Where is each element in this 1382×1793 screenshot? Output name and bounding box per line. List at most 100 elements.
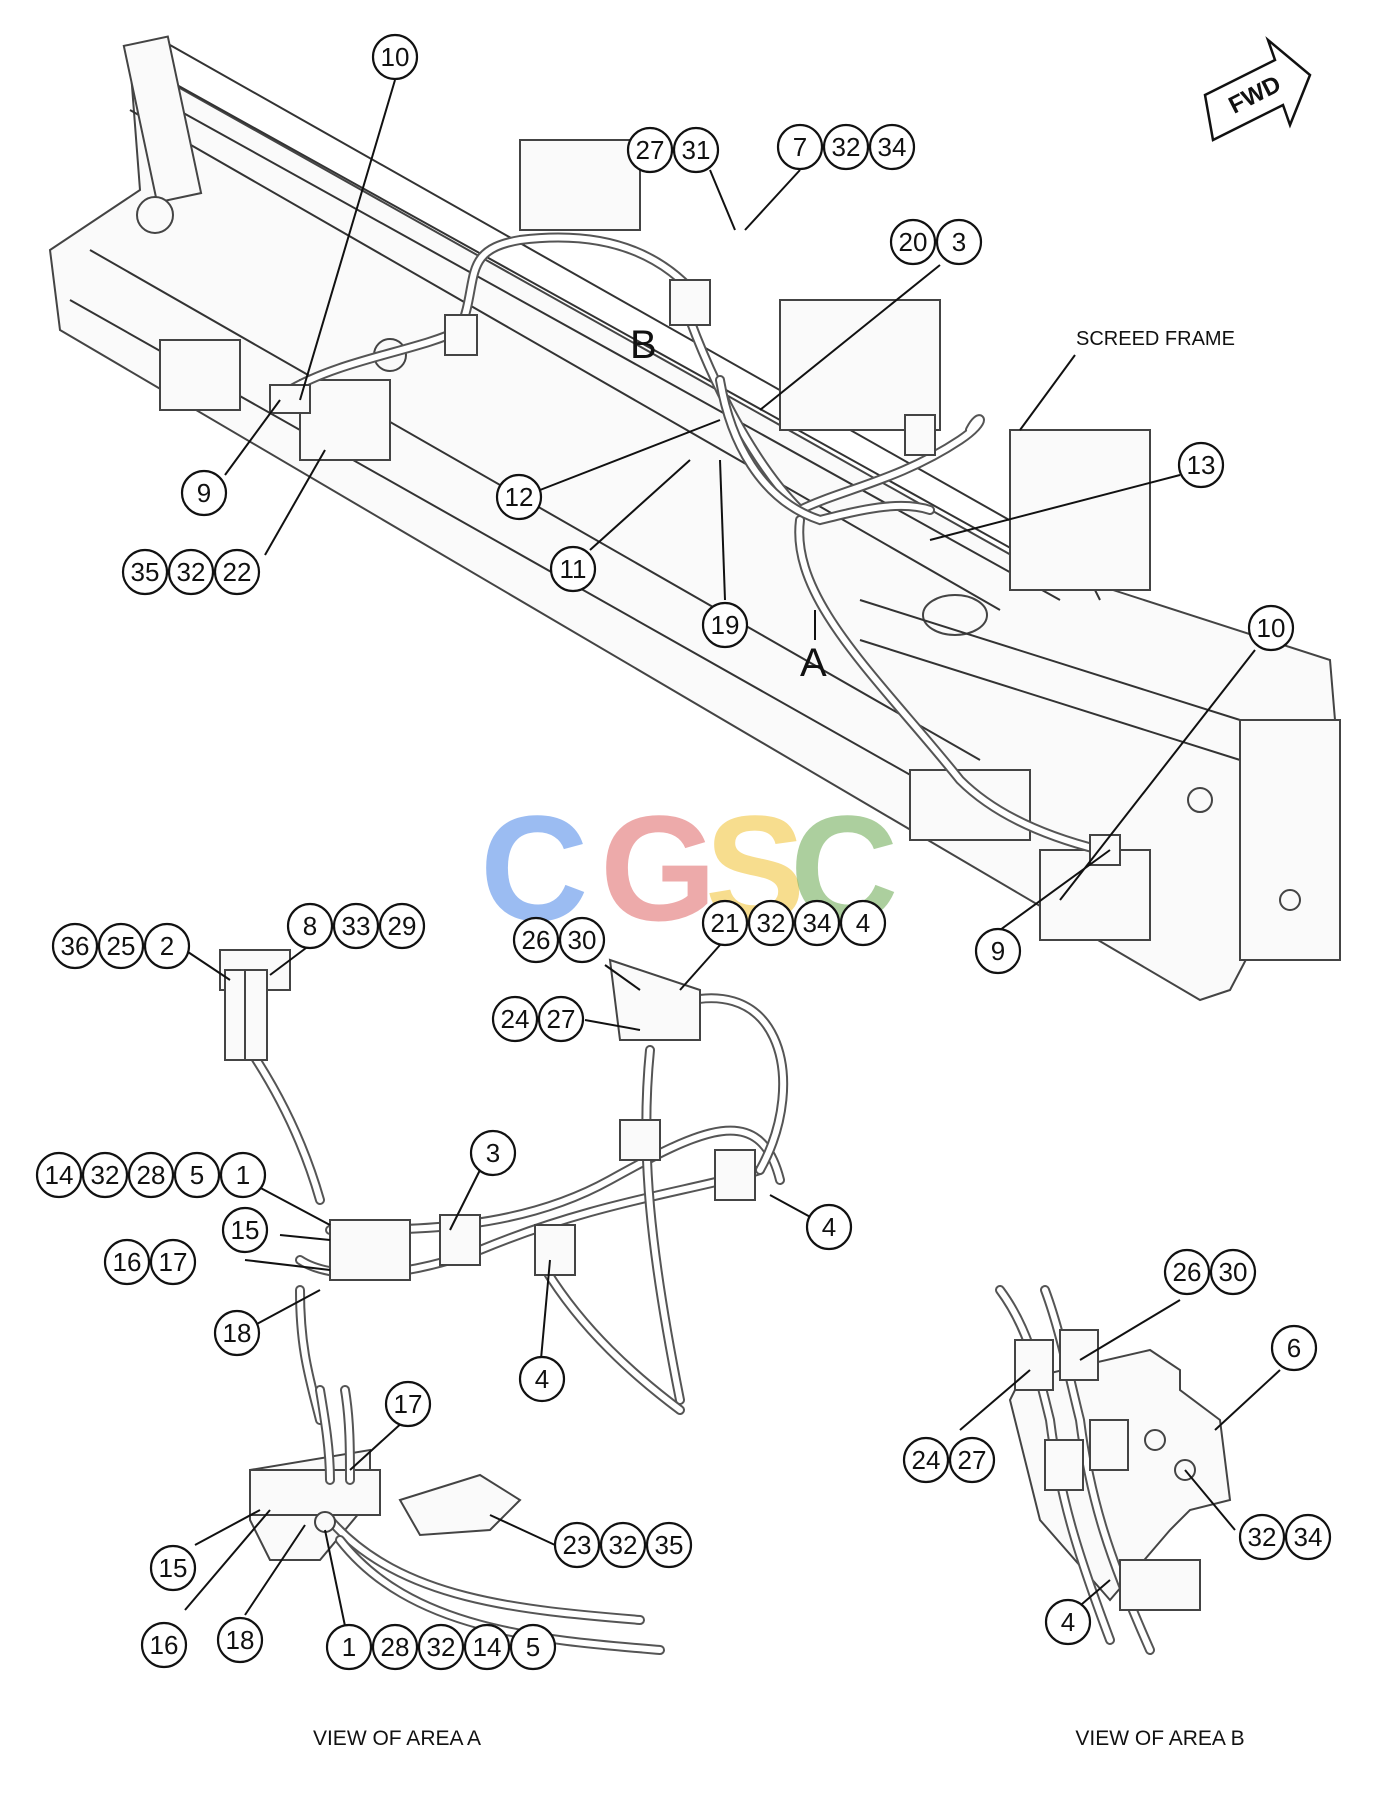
callout-6: 6	[1270, 1324, 1318, 1372]
callout-10-top-left: 10	[371, 33, 419, 81]
callout-3-top: 3	[935, 218, 983, 266]
svg-text:32: 32	[177, 557, 206, 587]
callout-4-a: 4	[839, 899, 887, 947]
svg-text:10: 10	[1257, 613, 1286, 643]
callout-19: 19	[701, 601, 749, 649]
callout-15-a: 15	[221, 1206, 269, 1254]
callout-32-a: 32	[822, 123, 870, 171]
svg-text:22: 22	[223, 557, 252, 587]
svg-text:34: 34	[1294, 1522, 1323, 1552]
svg-text:34: 34	[878, 132, 907, 162]
svg-text:31: 31	[682, 135, 711, 165]
svg-text:27: 27	[958, 1445, 987, 1475]
svg-text:32: 32	[757, 908, 786, 938]
svg-text:24: 24	[912, 1445, 941, 1475]
callout-34-a: 34	[868, 123, 916, 171]
callout-1-b: 1	[325, 1623, 373, 1671]
callout-5-b: 5	[509, 1623, 557, 1671]
svg-text:30: 30	[568, 925, 597, 955]
callout-21: 21	[701, 899, 749, 947]
svg-text:12: 12	[505, 482, 534, 512]
svg-text:30: 30	[1219, 1257, 1248, 1287]
callout-5-a: 5	[173, 1151, 221, 1199]
callout-3-mid: 3	[469, 1129, 517, 1177]
callout-27-a: 27	[626, 126, 674, 174]
svg-text:5: 5	[526, 1632, 540, 1662]
callout-28-b: 28	[371, 1623, 419, 1671]
svg-text:4: 4	[535, 1364, 549, 1394]
svg-text:35: 35	[131, 557, 160, 587]
svg-text:3: 3	[486, 1138, 500, 1168]
svg-text:3: 3	[952, 227, 966, 257]
callout-34-b: 34	[793, 899, 841, 947]
callout-26-b: 26	[1163, 1248, 1211, 1296]
svg-text:10: 10	[381, 42, 410, 72]
svg-text:18: 18	[223, 1318, 252, 1348]
svg-text:2: 2	[160, 931, 174, 961]
callout-11: 11	[549, 545, 597, 593]
callout-29: 29	[378, 902, 426, 950]
svg-text:9: 9	[197, 478, 211, 508]
area-a-detail-drawing	[219, 949, 789, 1655]
svg-text:13: 13	[1187, 450, 1216, 480]
svg-text:34: 34	[803, 908, 832, 938]
forward-arrow-icon: FWD	[1203, 36, 1312, 142]
callout-36: 36	[51, 922, 99, 970]
svg-text:35: 35	[655, 1530, 684, 1560]
callout-10-right: 10	[1247, 604, 1295, 652]
svg-text:14: 14	[45, 1160, 74, 1190]
callout-32-d: 32	[81, 1151, 129, 1199]
callout-31: 31	[672, 126, 720, 174]
svg-text:26: 26	[522, 925, 551, 955]
svg-text:32: 32	[427, 1632, 456, 1662]
callout-35-b: 35	[645, 1521, 693, 1569]
callout-9-top-left: 9	[180, 469, 228, 517]
svg-text:28: 28	[381, 1632, 410, 1662]
svg-text:4: 4	[1061, 1607, 1075, 1637]
view-area-b-caption: VIEW OF AREA B	[1075, 1727, 1244, 1750]
callouts: 10 27 31 7 32 34 20 3 9 12 13 11 35 32 2…	[35, 33, 1332, 1671]
svg-text:11: 11	[560, 554, 587, 584]
svg-text:19: 19	[711, 610, 740, 640]
svg-text:32: 32	[1248, 1522, 1277, 1552]
svg-text:20: 20	[899, 227, 928, 257]
svg-text:1: 1	[342, 1632, 356, 1662]
screed-frame-drawing	[48, 35, 1342, 1002]
svg-text:32: 32	[609, 1530, 638, 1560]
svg-text:29: 29	[388, 911, 417, 941]
callout-17-b: 17	[384, 1380, 432, 1428]
callout-22: 22	[213, 548, 261, 596]
svg-text:27: 27	[636, 135, 665, 165]
leader-lines	[184, 79, 1281, 1651]
svg-text:15: 15	[231, 1215, 260, 1245]
svg-text:32: 32	[91, 1160, 120, 1190]
area-a-letter: A	[800, 641, 827, 685]
callout-26-a: 26	[512, 916, 560, 964]
callout-4-c: 4	[518, 1355, 566, 1403]
callout-16-a: 16	[103, 1238, 151, 1286]
callout-35-a: 35	[121, 548, 169, 596]
svg-text:14: 14	[473, 1632, 502, 1662]
callout-33: 33	[332, 902, 380, 950]
callout-24-a: 24	[491, 995, 539, 1043]
callout-27-c: 27	[948, 1436, 996, 1484]
svg-text:23: 23	[563, 1530, 592, 1560]
svg-text:28: 28	[137, 1160, 166, 1190]
svg-text:27: 27	[547, 1004, 576, 1034]
callout-8: 8	[286, 902, 334, 950]
callout-32-e: 32	[599, 1521, 647, 1569]
callout-24-b: 24	[902, 1436, 950, 1484]
svg-text:7: 7	[793, 132, 807, 162]
callout-25: 25	[97, 922, 145, 970]
svg-text:36: 36	[61, 931, 90, 961]
callout-32-g: 32	[1238, 1513, 1286, 1561]
svg-text:16: 16	[113, 1247, 142, 1277]
svg-text:32: 32	[832, 132, 861, 162]
callout-32-c: 32	[747, 899, 795, 947]
svg-text:24: 24	[501, 1004, 530, 1034]
callout-32-f: 32	[417, 1623, 465, 1671]
svg-text:4: 4	[856, 908, 870, 938]
callout-9-right: 9	[974, 927, 1022, 975]
svg-text:18: 18	[226, 1625, 255, 1655]
